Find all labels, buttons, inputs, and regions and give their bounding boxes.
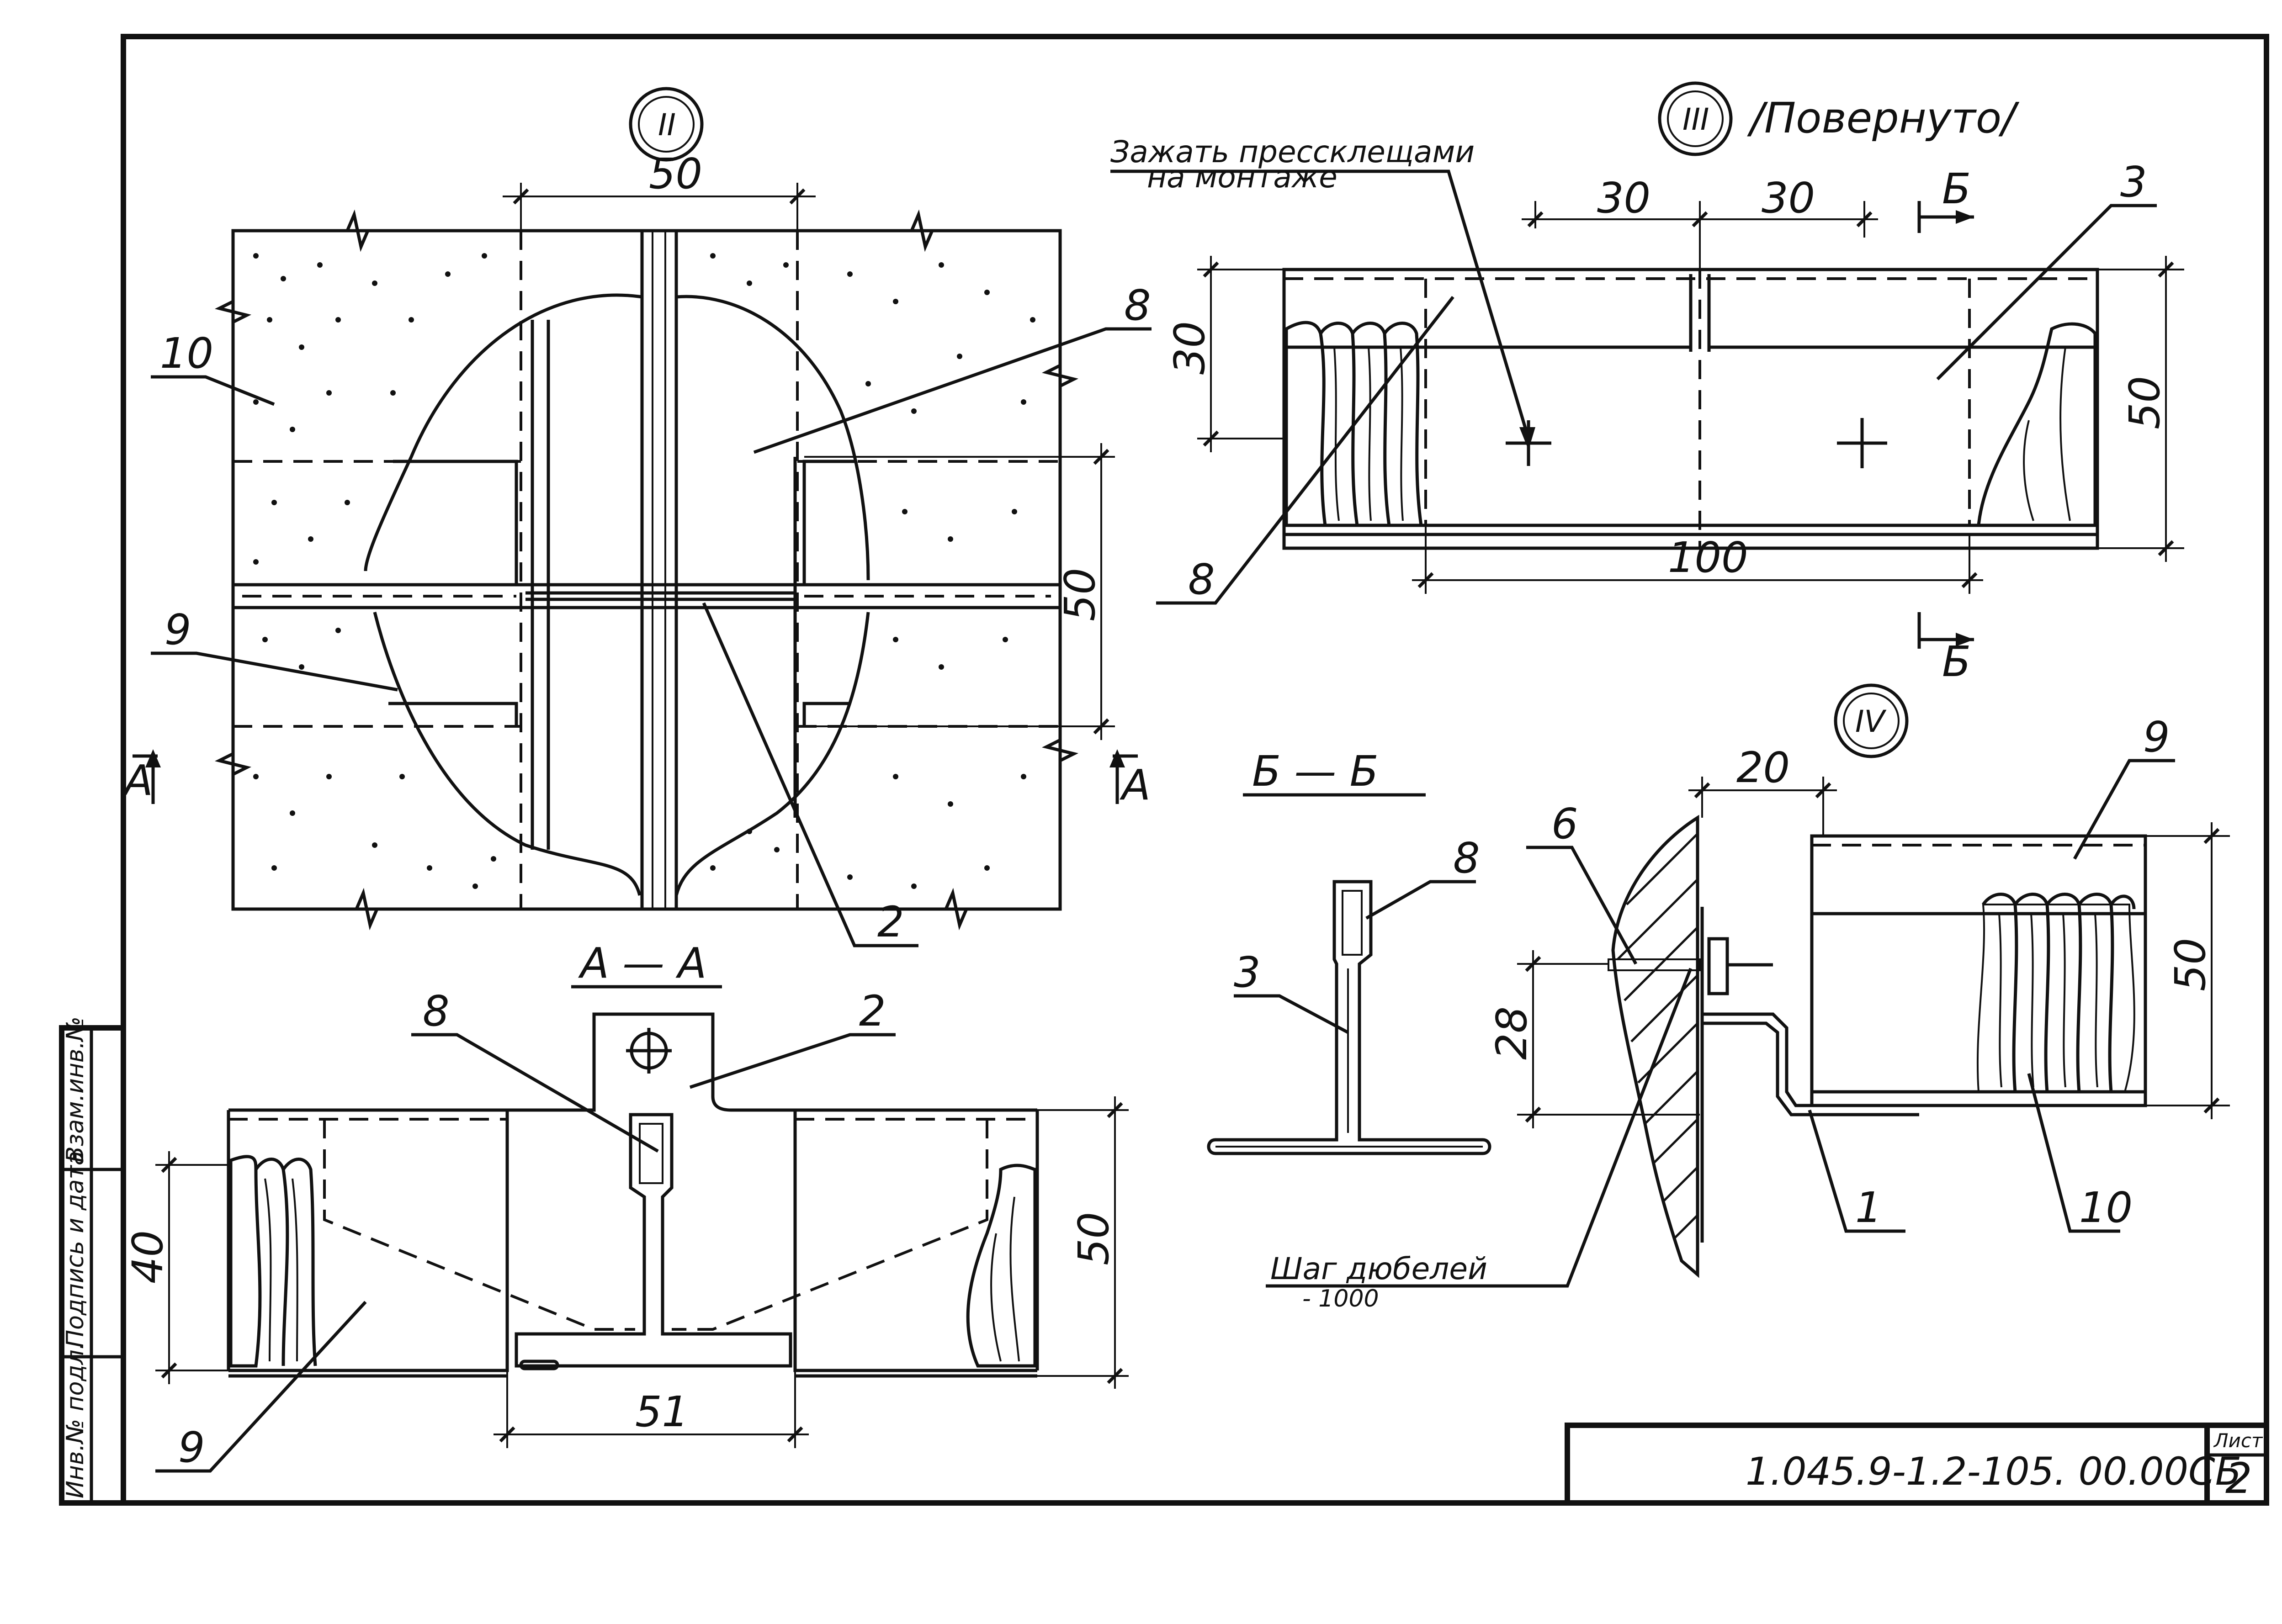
node-IV-callout-9: 9 <box>2143 713 2170 762</box>
node-III-section-bottom: Б <box>1942 637 1971 686</box>
node-IV-dowel-note-2: - 1000 <box>1302 1285 1379 1312</box>
section-BB-callout-8: 8 <box>1453 834 1480 883</box>
node-III-callout-8: 8 <box>1188 555 1215 604</box>
section-BB-title: Б — Б <box>1252 747 1379 796</box>
node-III-callout-3: 3 <box>2120 158 2147 206</box>
title-block: 1.045.9-1.2-105. 00.00СБ Лист 2 <box>1565 1423 2266 1503</box>
sheet-label: Лист <box>2213 1429 2263 1452</box>
node-II-marker: II <box>658 107 676 143</box>
node-IV-callout-6: 6 <box>1551 799 1578 848</box>
section-AA-dim-right: 50 <box>1069 1212 1118 1265</box>
node-II-callout-10: 10 <box>160 329 213 378</box>
node-III-note: /Повернуто/ <box>1747 94 2020 143</box>
side-stamp: Инв.№ подл. Подпись и дата Взам.инв.№ <box>62 1016 89 1498</box>
node-II-section-left: А <box>122 756 153 805</box>
section-AA-view: А — А <box>123 939 1129 1473</box>
node-II-callout-2: 2 <box>877 898 904 947</box>
wall-hatching <box>1617 833 1698 1239</box>
stamp-replace-inv: Взам.инв.№ <box>62 1016 89 1163</box>
node-III-dim-top-right: 30 <box>1762 174 1815 222</box>
node-III-view: III /Повернуто/ Зажать пресс­клещами на … <box>1110 81 2184 686</box>
node-II-dim-top: 50 <box>649 149 702 198</box>
node-III-dim-right: 50 <box>2120 376 2169 429</box>
section-BB-view: Б — Б 8 3 <box>1207 747 1491 1155</box>
node-II-section-right: А <box>1120 761 1151 809</box>
section-AA-dim-bottom: 51 <box>635 1387 689 1436</box>
node-IV-dim-left: 28 <box>1487 1006 1536 1060</box>
node-II-stipple <box>253 253 1035 889</box>
sheet-frame <box>59 34 2269 1506</box>
node-IV-callout-1: 1 <box>1855 1183 1882 1232</box>
node-II-callout-9: 9 <box>165 605 191 654</box>
stamp-sign-date: Подпись и дата <box>62 1151 89 1348</box>
node-III-clamp-note-2: на монтаже <box>1147 159 1337 195</box>
sheet-number: 2 <box>2225 1454 2252 1503</box>
section-AA-callout-2: 2 <box>859 987 886 1036</box>
node-III-marker: III <box>1682 102 1709 137</box>
node-IV-dim-right: 50 <box>2166 938 2215 991</box>
node-II-dim-right: 50 <box>1056 568 1104 621</box>
node-IV-view: IV <box>1266 683 2230 1312</box>
document-code: 1.045.9-1.2-105. 00.00СБ <box>1746 1449 2241 1494</box>
node-II-callout-8: 8 <box>1124 281 1151 330</box>
node-II-view: II <box>122 87 1152 947</box>
node-IV-dim-top: 20 <box>1736 743 1790 792</box>
node-III-section-top: Б <box>1942 164 1971 213</box>
section-BB-callout-3: 3 <box>1234 948 1261 997</box>
section-AA-dim-left: 40 <box>123 1230 172 1284</box>
stamp-inv-orig: Инв.№ подл. <box>62 1342 89 1498</box>
section-AA-title: А — А <box>578 939 706 988</box>
node-III-dim-bottom: 100 <box>1668 533 1748 582</box>
node-III-dim-left: 30 <box>1165 321 1214 375</box>
node-III-dim-top-left: 30 <box>1597 174 1650 222</box>
section-AA-callout-8: 8 <box>423 987 450 1036</box>
node-IV-callout-10: 10 <box>2079 1183 2133 1232</box>
node-IV-dowel-note-1: Шаг дюбелей <box>1270 1251 1487 1286</box>
section-AA-callout-9: 9 <box>178 1423 205 1472</box>
node-IV-marker: IV <box>1855 704 1886 739</box>
node-III-clamp-note-1: Зажать пресс­клещами <box>1110 134 1475 169</box>
